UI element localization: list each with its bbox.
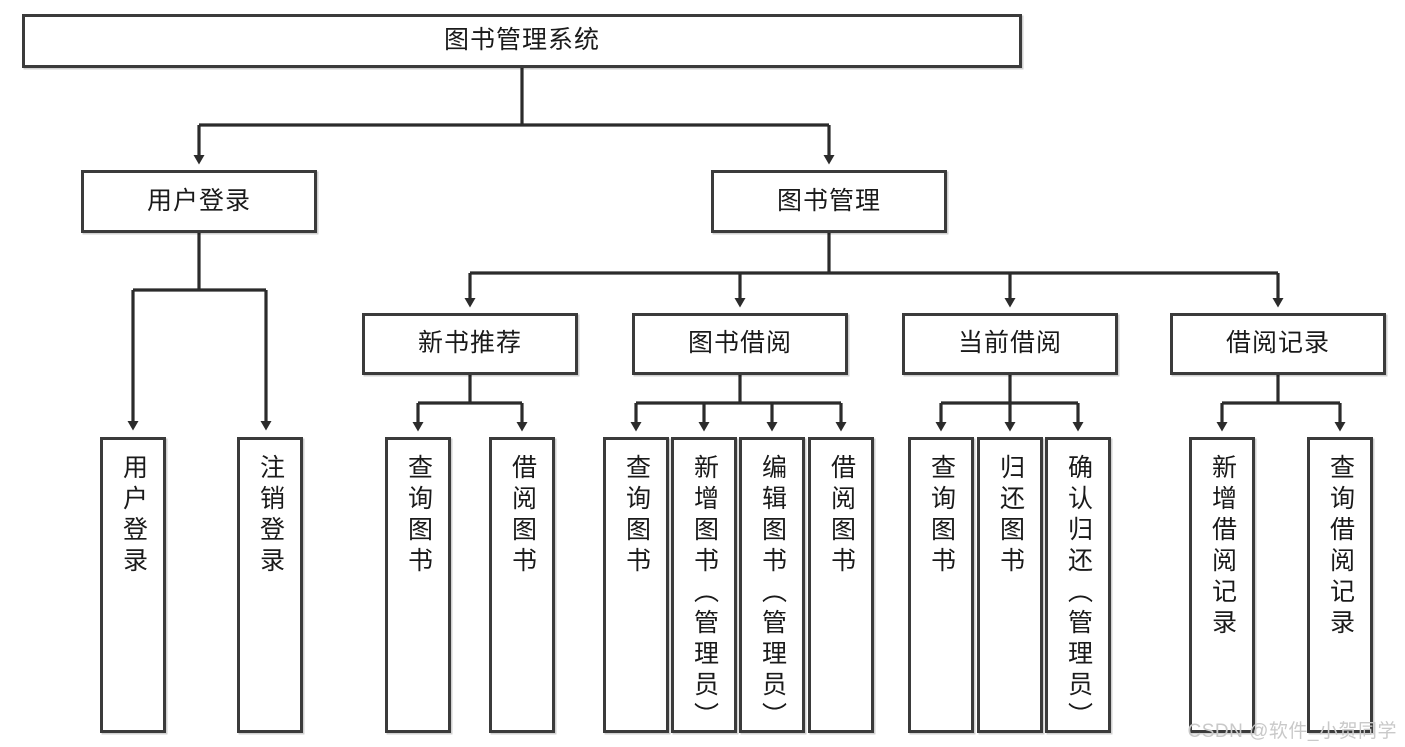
node-label: 查询图书: [927, 454, 956, 578]
node-leaf-logout[interactable]: 注销登录: [237, 437, 303, 733]
node-label: 确认归还（管理员）: [1064, 454, 1093, 733]
node-leaf-query-book-current[interactable]: 查询图书: [908, 437, 974, 733]
node-user-login[interactable]: 用户登录: [81, 170, 317, 233]
node-label: 查询图书: [404, 454, 433, 578]
node-leaf-add-book-admin[interactable]: 新增图书（管理员）: [671, 437, 737, 733]
node-label: 归还图书: [996, 454, 1025, 578]
node-leaf-add-borrow-record[interactable]: 新增借阅记录: [1189, 437, 1255, 733]
node-label: 注销登录: [256, 454, 285, 578]
node-label: 新增图书（管理员）: [690, 454, 719, 733]
node-leaf-borrow-book-newbook[interactable]: 借阅图书: [489, 437, 555, 733]
node-leaf-query-borrow-record[interactable]: 查询借阅记录: [1307, 437, 1373, 733]
node-label: 查询借阅记录: [1326, 454, 1355, 640]
node-label: 新书推荐: [417, 329, 522, 358]
node-leaf-query-book-newbook[interactable]: 查询图书: [385, 437, 451, 733]
node-book-management[interactable]: 图书管理: [711, 170, 947, 233]
node-label: 查询图书: [622, 454, 651, 578]
node-label: 图书管理: [776, 186, 881, 215]
node-root-book-management-system[interactable]: 图书管理系统: [22, 14, 1022, 68]
node-leaf-user-login[interactable]: 用户登录: [100, 437, 166, 733]
node-label: 借阅图书: [827, 454, 856, 578]
node-label: 借阅图书: [508, 454, 537, 578]
node-leaf-borrow-book[interactable]: 借阅图书: [808, 437, 874, 733]
node-label: 编辑图书（管理员）: [758, 454, 787, 733]
node-label: 图书借阅: [687, 329, 792, 358]
node-leaf-return-book[interactable]: 归还图书: [977, 437, 1043, 733]
node-borrow-record[interactable]: 借阅记录: [1170, 313, 1386, 375]
node-label: 当前借阅: [957, 329, 1062, 358]
node-new-book-recommend[interactable]: 新书推荐: [362, 313, 578, 375]
node-leaf-query-book-borrow[interactable]: 查询图书: [603, 437, 669, 733]
node-label: 用户登录: [146, 186, 251, 215]
node-label: 新增借阅记录: [1208, 454, 1237, 640]
node-leaf-confirm-return-admin[interactable]: 确认归还（管理员）: [1045, 437, 1111, 733]
node-label: 图书管理系统: [443, 26, 600, 55]
node-label: 借阅记录: [1225, 329, 1330, 358]
node-current-borrow[interactable]: 当前借阅: [902, 313, 1118, 375]
node-leaf-edit-book-admin[interactable]: 编辑图书（管理员）: [739, 437, 805, 733]
watermark: CSDN @软件_小贺同学: [1187, 721, 1397, 742]
node-label: 用户登录: [119, 454, 148, 578]
node-book-borrow[interactable]: 图书借阅: [632, 313, 848, 375]
